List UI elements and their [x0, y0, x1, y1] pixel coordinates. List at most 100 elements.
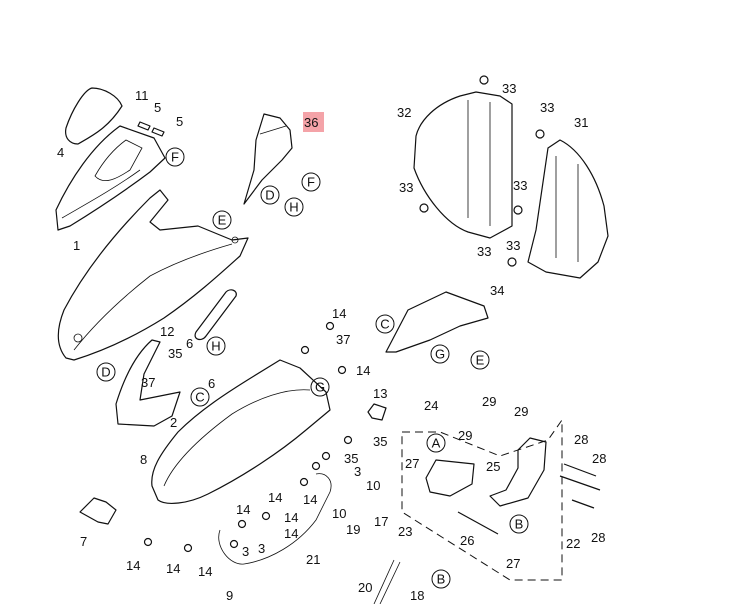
callout-2: 2	[170, 415, 177, 430]
callout-19: 19	[346, 522, 360, 537]
callout-28: 28	[591, 530, 605, 545]
callout-10: 10	[366, 478, 380, 493]
callout-29: 29	[514, 404, 528, 419]
callout-22: 22	[566, 536, 580, 551]
part-11-visor	[65, 87, 123, 145]
part-5-clips	[137, 121, 165, 137]
callout-3: 3	[354, 464, 361, 479]
svg-text:E: E	[218, 213, 227, 228]
callout-28: 28	[574, 432, 588, 447]
callout-9: 9	[226, 588, 233, 603]
callout-14: 14	[236, 502, 250, 517]
callout-37: 37	[141, 375, 155, 390]
callout-25: 25	[486, 459, 500, 474]
ref-marker-h: H	[206, 336, 226, 356]
callout-5: 5	[154, 100, 161, 115]
callout-13: 13	[373, 386, 387, 401]
callout-5: 5	[176, 114, 183, 129]
ref-marker-b: B	[509, 514, 529, 534]
svg-text:G: G	[315, 380, 325, 395]
ref-marker-c: C	[375, 314, 395, 334]
part-bracket-b	[489, 437, 547, 507]
callout-33: 33	[506, 238, 520, 253]
part-12-handle	[194, 289, 237, 341]
callout-35: 35	[344, 451, 358, 466]
callout-labels: 1 2 3 3 3 4 5 5 6 6 7 8 9 10 10 11 12 13…	[57, 81, 606, 603]
callout-32: 32	[397, 105, 411, 120]
part-13-cap	[367, 403, 387, 421]
callout-14: 14	[332, 306, 346, 321]
part-28-bolts	[559, 463, 601, 509]
callout-14: 14	[356, 363, 370, 378]
callout-14: 14	[268, 490, 282, 505]
svg-text:C: C	[380, 317, 389, 332]
part-7-pad	[79, 497, 117, 525]
callout-29: 29	[458, 428, 472, 443]
callout-12: 12	[160, 324, 174, 339]
ref-marker-e: E	[470, 350, 490, 370]
callout-14: 14	[126, 558, 140, 573]
svg-text:H: H	[211, 339, 220, 354]
callout-33: 33	[477, 244, 491, 259]
callout-14: 14	[284, 510, 298, 525]
ref-marker-b: B	[431, 569, 451, 589]
callout-14: 14	[198, 564, 212, 579]
callout-6: 6	[186, 336, 193, 351]
callout-24: 24	[424, 398, 438, 413]
ref-marker-d: D	[260, 185, 280, 205]
svg-text:E: E	[476, 353, 485, 368]
ref-marker-d: D	[96, 362, 116, 382]
callout-3: 3	[258, 541, 265, 556]
callout-35: 35	[168, 346, 182, 361]
callout-26: 26	[460, 533, 474, 548]
callout-14: 14	[166, 561, 180, 576]
svg-text:C: C	[195, 390, 204, 405]
svg-text:H: H	[289, 200, 298, 215]
callout-7: 7	[80, 534, 87, 549]
svg-text:D: D	[265, 188, 274, 203]
ref-marker-g: G	[310, 377, 330, 397]
callout-27: 27	[405, 456, 419, 471]
callout-34: 34	[490, 283, 504, 298]
callout-11: 11	[135, 88, 149, 103]
callout-14: 14	[284, 526, 298, 541]
part-9-seal-ring	[218, 473, 332, 565]
ref-marker-a: A	[426, 433, 446, 453]
callout-27: 27	[506, 556, 520, 571]
callout-8: 8	[140, 452, 147, 467]
svg-text:A: A	[432, 436, 441, 451]
svg-text:F: F	[171, 150, 179, 165]
svg-text:B: B	[515, 517, 524, 532]
callout-3: 3	[242, 544, 249, 559]
callout-23: 23	[398, 524, 412, 539]
svg-text:F: F	[307, 175, 315, 190]
part-26-shaft	[457, 511, 499, 535]
callout-35: 35	[373, 434, 387, 449]
callout-36: 36	[304, 115, 318, 130]
callout-20: 20	[358, 580, 372, 595]
callout-33: 33	[502, 81, 516, 96]
part-4-front-cowl	[55, 125, 166, 231]
part-2-lower-cowl	[115, 339, 181, 427]
part-34-side-panel	[385, 291, 489, 353]
callout-33: 33	[399, 180, 413, 195]
callout-33: 33	[540, 100, 554, 115]
callout-10: 10	[332, 506, 346, 521]
ref-marker-f: F	[165, 147, 185, 167]
callout-14: 14	[303, 492, 317, 507]
part-32-side-cover-left	[413, 91, 513, 239]
callout-33: 33	[513, 178, 527, 193]
part-1-main-cowl	[57, 189, 249, 361]
ref-marker-h: H	[284, 197, 304, 217]
svg-text:B: B	[437, 572, 446, 587]
callout-18: 18	[410, 588, 424, 603]
callout-1: 1	[73, 238, 80, 253]
part-25-plate	[425, 459, 475, 497]
part-8-cover-body	[151, 359, 331, 504]
part-31-side-cover-right	[527, 139, 609, 279]
callout-6: 6	[208, 376, 215, 391]
callout-28: 28	[592, 451, 606, 466]
reference-markers: F F E E D D H H C C G G A B B	[96, 147, 529, 589]
ref-marker-g: G	[430, 344, 450, 364]
